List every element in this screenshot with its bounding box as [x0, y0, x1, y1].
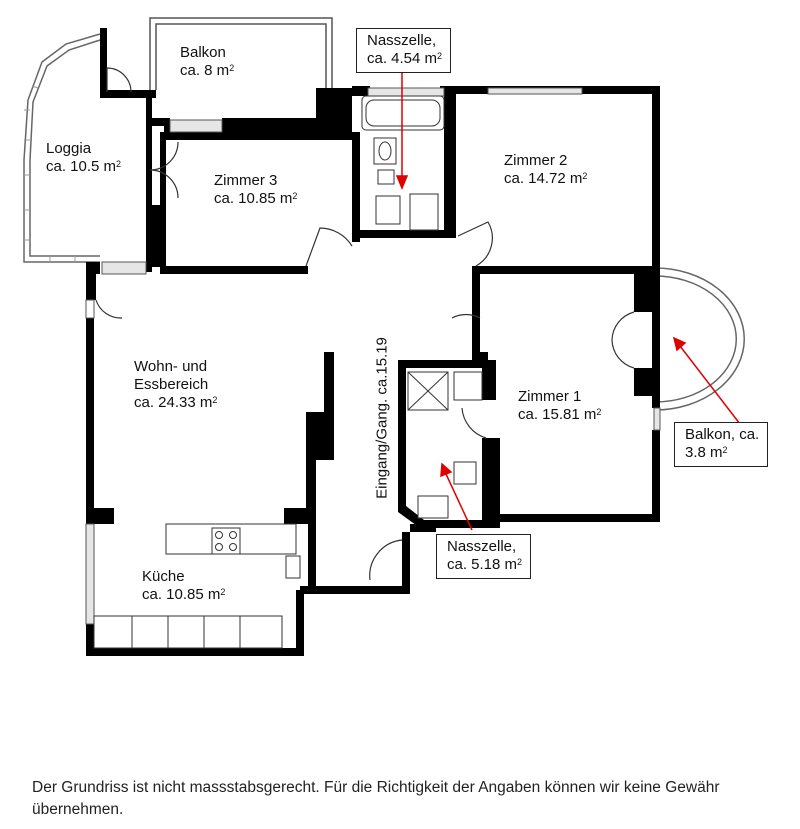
room-label-eingang: Eingang/Gang. ca.15.19	[373, 337, 391, 499]
fixtures	[93, 95, 483, 649]
balkon-right-outline	[654, 267, 746, 411]
room-label-loggia: Loggia ca. 10.5 m2	[46, 140, 122, 175]
room-label-balkon-right: Balkon, ca. 3.8 m2	[674, 422, 769, 467]
annotation-arrows	[395, 70, 741, 531]
room-label-zimmer1: Zimmer 1 ca. 15.81 m2	[518, 388, 602, 423]
room-label-kueche: Küche ca. 10.85 m2	[142, 568, 226, 603]
balkon-top-outline	[149, 17, 333, 90]
loggia-window-marks	[24, 85, 76, 262]
room-label-wohnen: Wohn- und Essbereich ca. 24.33 m2	[134, 358, 218, 411]
disclaimer-text: Der Grundriss ist nicht massstabsgerecht…	[32, 779, 720, 818]
room-label-nasszelle-bottom: Nasszelle, ca. 5.18 m2	[436, 534, 532, 579]
room-label-balkon-top: Balkon ca. 8 m2	[180, 44, 235, 79]
loggia-outline	[23, 33, 101, 263]
room-label-zimmer3: Zimmer 3 ca. 10.85 m2	[214, 172, 298, 207]
room-label-nasszelle-top: Nasszelle, ca. 4.54 m2	[356, 28, 452, 73]
doors	[95, 67, 635, 581]
room-label-zimmer2: Zimmer 2 ca. 14.72 m2	[504, 152, 588, 187]
